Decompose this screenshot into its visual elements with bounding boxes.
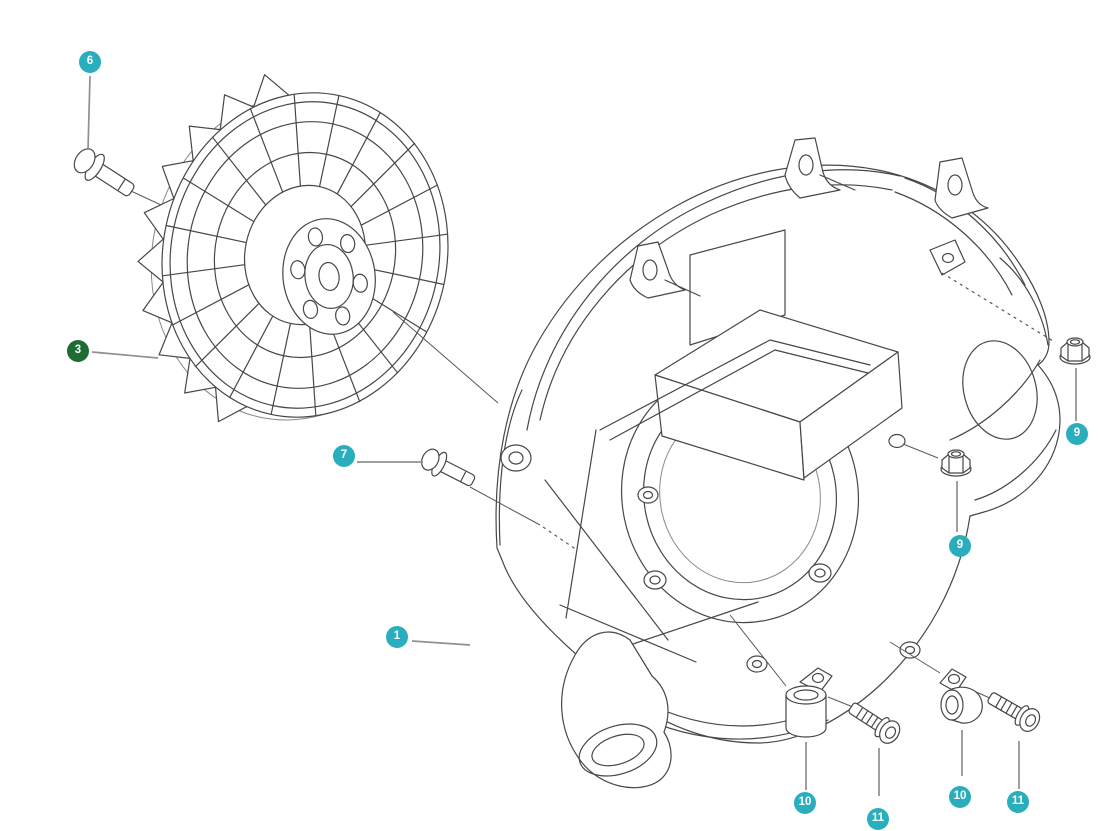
clamp-boss-right-hole [904,645,916,655]
nut9-right-axis-dotted [941,272,1054,342]
flange-nut-9-right[interactable] [1059,337,1091,365]
callout-7[interactable]: 7 [333,445,355,467]
volute-eye [962,340,1038,440]
leader-lines [87,75,1077,796]
clamp-boss-left-hole [751,659,763,669]
fan-hub-hole [290,260,306,280]
fan-hub-hole [302,299,319,319]
bore-ear-hole [642,490,654,500]
leader-3 [91,351,159,359]
nut9-lower-axis [902,443,939,459]
volute-arc-1 [949,359,1041,441]
fan-ring-mid [213,151,397,359]
fan-hub [282,218,376,335]
volute-arc-3 [974,429,1057,501]
volute-arc-2 [999,257,1049,346]
bore-ear-boss [637,486,659,504]
bore-ear-hole [814,568,826,578]
screw-11-right[interactable] [984,687,1044,735]
leader-6 [87,75,91,151]
fan-wheel[interactable] [105,56,479,461]
fan-hub-hole [335,306,351,326]
spacer-bushing-10-left[interactable] [785,667,833,738]
fan-ring-outer [186,121,424,389]
clamp-bushing-10-right[interactable] [939,668,983,724]
callout-10-left[interactable]: 10 [794,792,816,814]
mounting-lug-top-left [629,241,701,299]
bore-ear-boss [808,563,832,583]
bushing10-right-axis [889,641,941,674]
over-case-axis-lines [469,272,1054,708]
flange-screw-6[interactable] [69,143,140,204]
bracket-front-face [654,374,805,481]
flange-nut-9-lower[interactable] [940,449,972,477]
mounting-lug-top [784,137,856,199]
fan-to-case-axis-line [392,311,499,404]
clamp-boss-right [899,641,921,659]
crankcase-housing[interactable] [495,137,1061,789]
bore-ear-hole [649,575,661,585]
bushing10-left-axis [729,614,787,687]
fan-hub-hole [352,273,368,293]
bracket-side-face [799,351,903,479]
leader-1 [411,640,471,646]
fan-blades [161,93,449,417]
stud-boss-lower [888,433,906,449]
callout-1[interactable]: 1 [386,626,408,648]
clamp-boss-left [746,655,768,673]
internal-ribs [544,429,759,663]
mounting-ear-left [500,444,532,472]
rim-arc-3 [904,177,1026,286]
flange-screw-7[interactable] [417,444,479,493]
callout-11-left[interactable]: 11 [867,808,889,830]
fan-hub-hole [307,227,324,247]
screw7-axis-solid [469,486,541,526]
callout-9-lower[interactable]: 9 [949,535,971,557]
fan-hub-hole [340,233,356,254]
screw-11-left[interactable] [845,697,904,747]
stud-boss-right [929,239,966,276]
rim-arc-1 [526,169,901,431]
callout-10-right[interactable]: 10 [949,786,971,808]
callout-6[interactable]: 6 [79,51,101,73]
bore-ear-boss [643,570,667,590]
cross-bar [599,339,871,441]
outlet-foot [561,631,672,789]
callout-11-right[interactable]: 11 [1007,791,1029,813]
mounting-lug-top-right [934,157,989,219]
rim-arc-4 [894,191,1013,296]
screw11-left-axis [827,696,854,708]
callout-9-right[interactable]: 9 [1066,423,1088,445]
callout-3[interactable]: 3 [67,340,89,362]
